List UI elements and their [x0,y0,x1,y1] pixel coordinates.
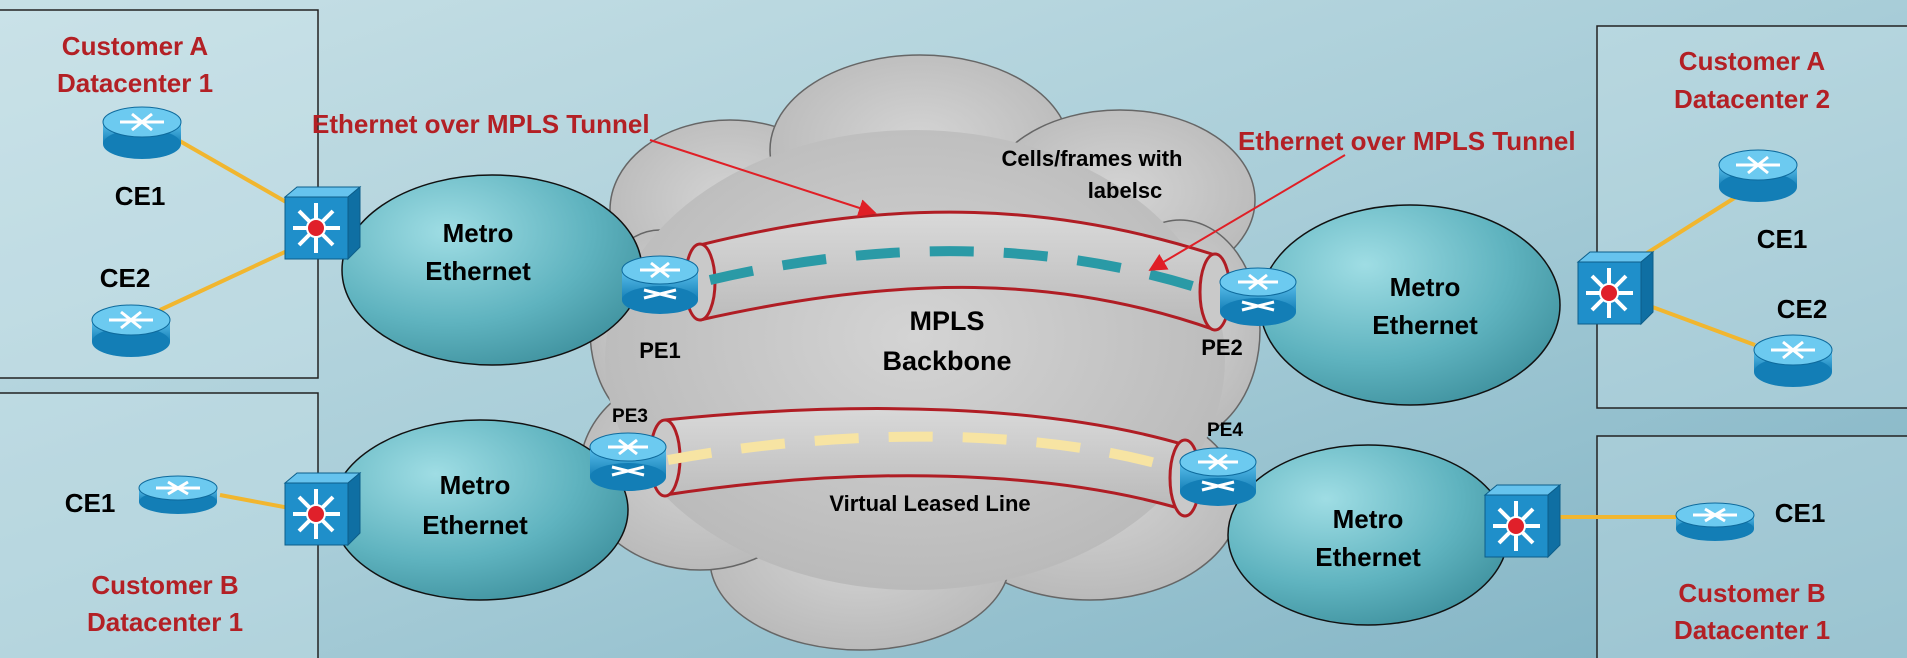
tunnel-top-dashes [708,246,1207,295]
tunnel-bottom [648,407,1202,518]
cells-frames-line1: Cells/frames with [1002,146,1183,171]
tunnel-bottom-dashes [667,431,1182,475]
switch-icon [1576,250,1655,326]
router-icon [1675,502,1755,541]
cells-frames-line2: labelsc [1088,178,1163,203]
site-a2-ce1-label: CE1 [1757,224,1808,254]
router-icon [91,304,171,357]
switch-icon [283,471,362,547]
site-a1-title-line2: Datacenter 1 [57,68,213,98]
mpls-backbone-line1: MPLS [909,306,984,336]
metro-4-line2: Ethernet [1315,542,1421,572]
metro-1-line2: Ethernet [425,256,531,286]
router-icon [138,475,218,514]
site-a2-title-line2: Datacenter 2 [1674,84,1830,114]
site-b1-right-title-line1: Customer B [1678,578,1825,608]
switch-icon [1483,483,1562,559]
metro-4-line1: Metro [1333,504,1404,534]
virtual-leased-line-label: Virtual Leased Line [829,491,1030,516]
site-box-customer-b-dc1-right [1596,435,1907,658]
router-icon [102,106,182,159]
tunnel-top-label-right: Ethernet over MPLS Tunnel [1238,126,1576,156]
pe4-label: PE4 [1207,420,1243,441]
tunnel-top-label-left: Ethernet over MPLS Tunnel [312,109,650,139]
site-a2-ce2-label: CE2 [1777,294,1828,324]
metro-3-line2: Ethernet [1372,310,1478,340]
switch-icon [283,185,362,261]
tunnel-pointer-arrow-right [1148,154,1346,271]
site-a2-title-line1: Customer A [1679,46,1826,76]
metro-3-line1: Metro [1390,272,1461,302]
site-b1-left-ce1-label: CE1 [65,488,116,518]
router-icon [1718,149,1798,202]
metro-2-line1: Metro [440,470,511,500]
metro-1-line1: Metro [443,218,514,248]
metro-ellipse-4 [1227,444,1509,626]
metro-ellipse-3 [1259,204,1561,406]
metro-2-line2: Ethernet [422,510,528,540]
site-b1-right-ce1-label: CE1 [1775,498,1826,528]
pe1-label: PE1 [639,338,681,363]
tunnel-pointer-arrow-left [649,139,877,217]
site-b1-left-title-line1: Customer B [91,570,238,600]
pe-router-icon [589,432,667,491]
site-a1-ce1-label: CE1 [115,181,166,211]
site-b1-left-title-line2: Datacenter 1 [87,607,243,637]
pe-router-icon [1219,267,1297,326]
site-a1-title-line1: Customer A [62,31,209,61]
pe3-label: PE3 [612,406,648,427]
site-b1-right-title-line2: Datacenter 1 [1674,615,1830,645]
site-a1-ce2-label: CE2 [100,263,151,293]
pe-router-icon [621,255,699,314]
pe-router-icon [1179,447,1257,506]
router-icon [1753,334,1833,387]
pe2-label: PE2 [1201,335,1243,360]
mpls-backbone-line2: Backbone [882,346,1011,376]
